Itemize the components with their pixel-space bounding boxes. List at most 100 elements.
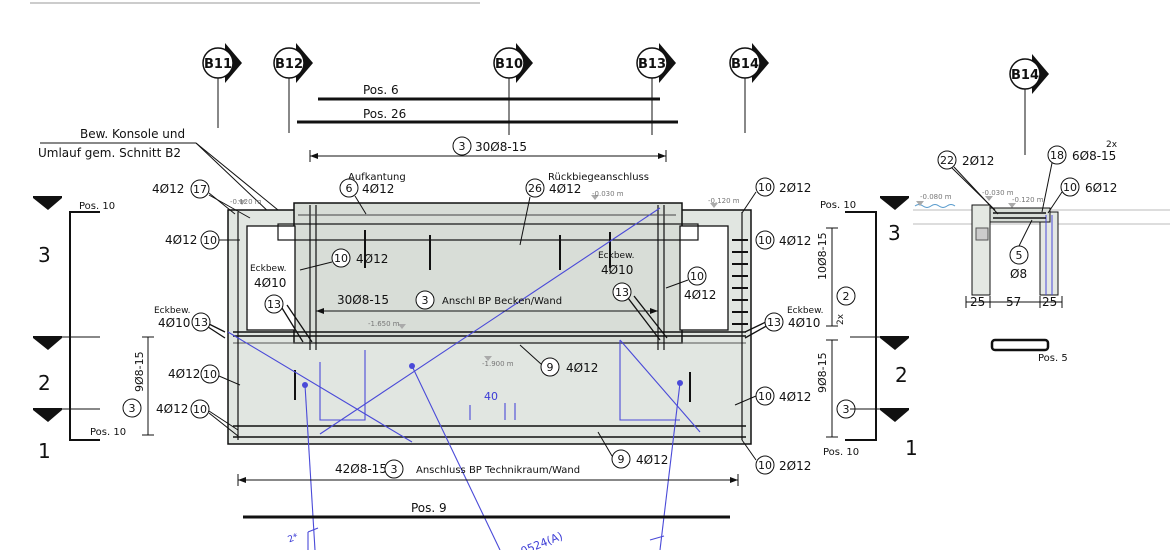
svg-text:10: 10 (758, 181, 772, 194)
svg-text:4Ø12: 4Ø12 (636, 453, 668, 467)
svg-text:Eckbew.: Eckbew. (598, 251, 635, 261)
svg-text:2Ø12: 2Ø12 (962, 154, 994, 168)
svg-text:4Ø12: 4Ø12 (168, 367, 200, 381)
svg-text:Pos. 10: Pos. 10 (820, 200, 856, 211)
dim-right-9phi8: 9Ø8-15 3 (816, 339, 856, 438)
svg-text:9Ø8-15: 9Ø8-15 (133, 351, 146, 392)
dim-right-10phi8: 10Ø8-15 2 2x (816, 227, 856, 327)
svg-text:2: 2 (843, 290, 850, 303)
svg-text:4Ø12: 4Ø12 (566, 361, 598, 375)
svg-text:2Ø12: 2Ø12 (779, 459, 811, 473)
note-konsole: Bew. Konsole und Umlauf gem. Schnitt B2 (38, 127, 293, 235)
svg-text:4Ø12: 4Ø12 (356, 252, 388, 266)
label-right-10-c: 10 4Ø12 (734, 386, 811, 406)
svg-text:5: 5 (1016, 249, 1023, 262)
svg-text:17: 17 (193, 183, 207, 196)
svg-text:-0.030 m: -0.030 m (592, 190, 624, 198)
label-9-lower: 9 4Ø12 (597, 431, 668, 469)
svg-text:4Ø12: 4Ø12 (156, 402, 188, 416)
label-left-10b: 4Ø12 10 (168, 364, 241, 386)
svg-text:Rückbiegeanschluss: Rückbiegeanschluss (548, 172, 649, 183)
svg-text:10: 10 (758, 234, 772, 247)
svg-text:42Ø8-15: 42Ø8-15 (335, 462, 387, 476)
label-eckbew-left: Eckbew. 4Ø10 13 (154, 306, 211, 332)
svg-text:0524(A): 0524(A) (519, 529, 565, 550)
svg-text:9Ø8-15: 9Ø8-15 (816, 352, 829, 393)
svg-text:Pos. 10: Pos. 10 (79, 201, 115, 212)
svg-text:4Ø10: 4Ø10 (788, 316, 820, 330)
label-eckbew-inner-left: Eckbew. 4Ø10 (250, 264, 287, 290)
svg-text:26: 26 (528, 182, 542, 195)
svg-text:4Ø10: 4Ø10 (158, 316, 190, 330)
svg-text:10: 10 (334, 252, 348, 265)
svg-text:3: 3 (129, 402, 136, 415)
svg-text:10: 10 (758, 390, 772, 403)
svg-text:Bew. Konsole und: Bew. Konsole und (80, 127, 185, 141)
svg-text:B12: B12 (275, 57, 303, 72)
svg-text:Anschluss BP Technikraum/Wand: Anschluss BP Technikraum/Wand (416, 465, 580, 476)
label-aufkantung: Aufkantung 6 4Ø12 (339, 172, 406, 215)
svg-text:3: 3 (422, 294, 429, 307)
svg-text:4Ø10: 4Ø10 (601, 263, 633, 277)
svg-text:-0.120 m: -0.120 m (708, 197, 740, 205)
svg-text:4Ø12: 4Ø12 (362, 182, 394, 196)
svg-text:2: 2 (895, 363, 908, 387)
dim-top-30phi8: 3 30Ø8-15 (309, 136, 667, 162)
svg-text:Pos. 10: Pos. 10 (823, 447, 859, 458)
label-eckbew-inner-right: Eckbew. 4Ø10 (598, 251, 635, 277)
svg-text:1: 1 (905, 436, 918, 460)
svg-text:3: 3 (38, 243, 51, 267)
svg-text:Umlauf gem. Schnitt B2: Umlauf gem. Schnitt B2 (38, 146, 181, 160)
axis-marker-b10: B10 (493, 43, 533, 135)
svg-text:B13: B13 (638, 57, 666, 72)
svg-text:22: 22 (940, 154, 954, 167)
label-right-10-top: 10 2Ø12 (741, 177, 811, 214)
svg-text:Anschl BP Becken/Wand: Anschl BP Becken/Wand (442, 296, 562, 307)
svg-text:2Ø12: 2Ø12 (779, 181, 811, 195)
svg-text:4Ø12: 4Ø12 (779, 390, 811, 404)
svg-text:Pos. 26: Pos. 26 (363, 107, 406, 121)
svg-text:3: 3 (391, 463, 398, 476)
svg-text:-1.900 m: -1.900 m (482, 360, 514, 368)
svg-text:57: 57 (1006, 295, 1021, 309)
svg-text:Eckbew.: Eckbew. (250, 264, 287, 274)
label-13-left-inner: 13 (264, 294, 284, 314)
level-markers: -0.120 m -0.030 m -0.120 m -1.650 m -1.9… (230, 190, 740, 368)
svg-text:Pos. 10: Pos. 10 (90, 427, 126, 438)
svg-text:Ø8: Ø8 (1010, 267, 1027, 281)
pos26-bar: Pos. 26 (297, 107, 678, 124)
svg-text:2*: 2* (287, 532, 301, 545)
svg-text:6Ø8-15: 6Ø8-15 (1072, 149, 1116, 163)
axis-marker-b11: B11 (202, 43, 242, 128)
axis-marker-b14: B14 (729, 43, 769, 133)
label-rueckbiege: Rückbiegeanschluss 26 4Ø12 (519, 172, 649, 246)
svg-text:13: 13 (194, 316, 208, 329)
label-9-upper: 9 4Ø12 (519, 344, 598, 377)
svg-text:4Ø12: 4Ø12 (152, 182, 184, 196)
svg-text:40: 40 (484, 390, 498, 403)
svg-text:Pos. 9: Pos. 9 (411, 501, 447, 515)
svg-text:25: 25 (1042, 295, 1057, 309)
svg-text:6: 6 (346, 182, 353, 195)
dim-bottom-42phi8: 42Ø8-15 3 Anschluss BP Technikraum/Wand (237, 459, 739, 486)
structure-plan (204, 202, 771, 445)
label-13-right-inner: 13 (612, 282, 632, 302)
label-anschl-becken: 30Ø8-15 3 Anschl BP Becken/Wand (316, 290, 658, 314)
svg-text:4Ø12: 4Ø12 (549, 182, 581, 196)
label-center-10: 10 4Ø12 (299, 248, 388, 271)
svg-text:Aufkantung: Aufkantung (348, 172, 406, 183)
svg-text:9: 9 (618, 453, 625, 466)
svg-text:10Ø8-15: 10Ø8-15 (816, 232, 829, 280)
svg-text:-0.080 m: -0.080 m (920, 193, 952, 201)
label-right-10-b: 10 4Ø12 (755, 230, 811, 250)
svg-text:B11: B11 (204, 57, 232, 72)
svg-text:30Ø8-15: 30Ø8-15 (337, 293, 389, 307)
svg-text:2x: 2x (836, 313, 846, 325)
svg-text:3: 3 (459, 140, 466, 153)
svg-text:30Ø8-15: 30Ø8-15 (475, 140, 527, 154)
svg-text:4Ø12: 4Ø12 (165, 233, 197, 247)
svg-text:4Ø12: 4Ø12 (684, 288, 716, 302)
svg-text:10: 10 (690, 270, 704, 283)
label-right-inner-10: 10 4Ø12 (665, 266, 716, 302)
svg-text:10: 10 (1063, 181, 1077, 194)
